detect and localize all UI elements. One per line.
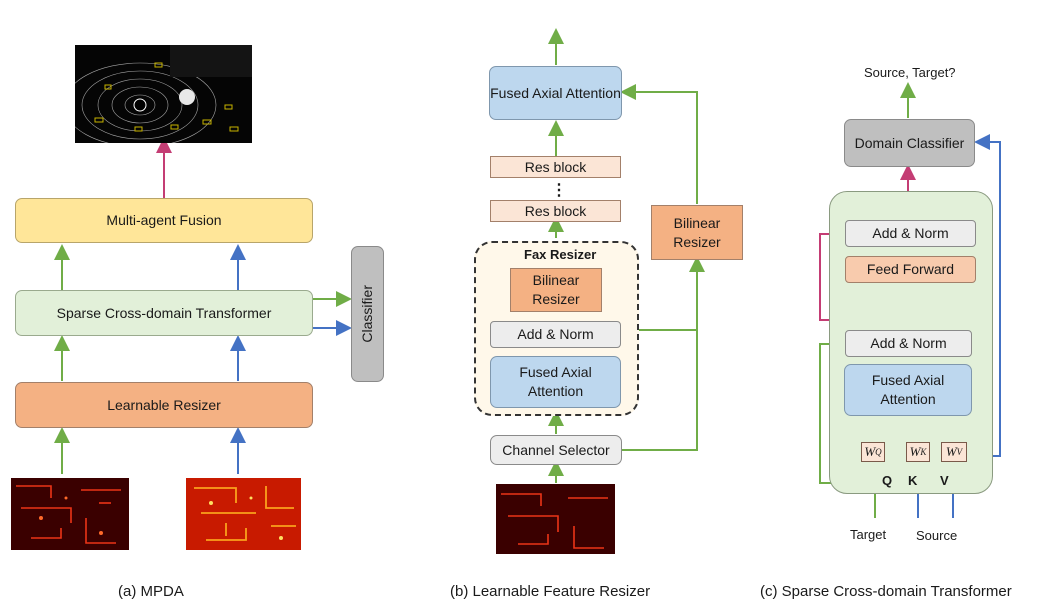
fused-axial-attention-top-label: Fused Axial Attention bbox=[490, 84, 621, 101]
output-label: Source, Target? bbox=[864, 65, 956, 80]
feature-map-image-1 bbox=[11, 478, 129, 550]
domain-classifier-label: Domain Classifier bbox=[854, 134, 965, 151]
arrow-b-cs-right bbox=[622, 256, 705, 451]
multi-agent-fusion-block: Multi-agent Fusion bbox=[15, 198, 313, 243]
lidar-pointcloud-image bbox=[75, 45, 252, 143]
res-block-2: Res block bbox=[490, 200, 621, 222]
channel-selector-label: Channel Selector bbox=[502, 441, 610, 458]
target-label: Target bbox=[850, 527, 887, 542]
feed-forward-block: Feed Forward bbox=[845, 256, 976, 283]
bilinear-resizer-inner-label: Bilinear Resizer bbox=[532, 272, 580, 307]
add-norm-top: Add & Norm bbox=[845, 220, 976, 247]
source-label: Source bbox=[916, 528, 958, 543]
caption-c: (c) Sparse Cross-domain Transformer bbox=[760, 583, 1012, 600]
bilinear-resizer-outer-label: Bilinear Resizer bbox=[673, 214, 721, 250]
res-block-2-label: Res block bbox=[524, 202, 587, 219]
vertical-dots: ⋮ bbox=[551, 182, 567, 199]
v-label: V bbox=[940, 473, 949, 488]
arrow-b-bilinear-up bbox=[620, 84, 698, 204]
feed-forward-label: Feed Forward bbox=[866, 261, 955, 278]
res-block-1-label: Res block bbox=[524, 158, 587, 175]
fax-resizer-title: Fax Resizer bbox=[524, 247, 597, 262]
fused-axial-attention-top: Fused Axial Attention bbox=[489, 66, 622, 120]
fused-axial-attention-c-label: Fused Axial Attention bbox=[871, 372, 945, 407]
feature-map-image-2 bbox=[186, 478, 301, 550]
arrow-b-skip bbox=[622, 322, 698, 338]
add-norm-bottom: Add & Norm bbox=[845, 330, 972, 357]
learnable-resizer-label: Learnable Resizer bbox=[107, 396, 221, 413]
multi-agent-fusion-label: Multi-agent Fusion bbox=[106, 212, 222, 229]
channel-selector-block: Channel Selector bbox=[490, 435, 622, 465]
classifier-block: Classifier bbox=[351, 246, 384, 382]
fused-axial-attention-c: Fused Axial Attention bbox=[844, 364, 972, 416]
sparse-cross-domain-transformer-block: Sparse Cross-domain Transformer bbox=[15, 290, 313, 336]
bilinear-resizer-inner: Bilinear Resizer bbox=[510, 268, 602, 312]
learnable-resizer-block: Learnable Resizer bbox=[15, 382, 313, 428]
add-norm-b: Add & Norm bbox=[490, 321, 621, 348]
sct-label: Sparse Cross-domain Transformer bbox=[56, 304, 272, 321]
bilinear-resizer-outer: Bilinear Resizer bbox=[651, 205, 743, 260]
q-label: Q bbox=[882, 473, 893, 488]
k-label: K bbox=[908, 473, 918, 488]
classifier-label: Classifier bbox=[359, 285, 376, 343]
add-norm-b-label: Add & Norm bbox=[517, 326, 594, 343]
add-norm-bottom-label: Add & Norm bbox=[870, 335, 947, 352]
feature-map-image-b bbox=[496, 484, 615, 554]
caption-b: (b) Learnable Feature Resizer bbox=[450, 583, 651, 600]
add-norm-top-label: Add & Norm bbox=[872, 225, 949, 242]
res-block-1: Res block bbox=[490, 156, 621, 178]
caption-a: (a) MPDA bbox=[118, 583, 184, 600]
domain-classifier-block: Domain Classifier bbox=[844, 119, 975, 167]
fused-axial-attention-inner-label: Fused Axial Attention bbox=[519, 364, 592, 399]
fused-axial-attention-inner: Fused Axial Attention bbox=[490, 356, 621, 408]
